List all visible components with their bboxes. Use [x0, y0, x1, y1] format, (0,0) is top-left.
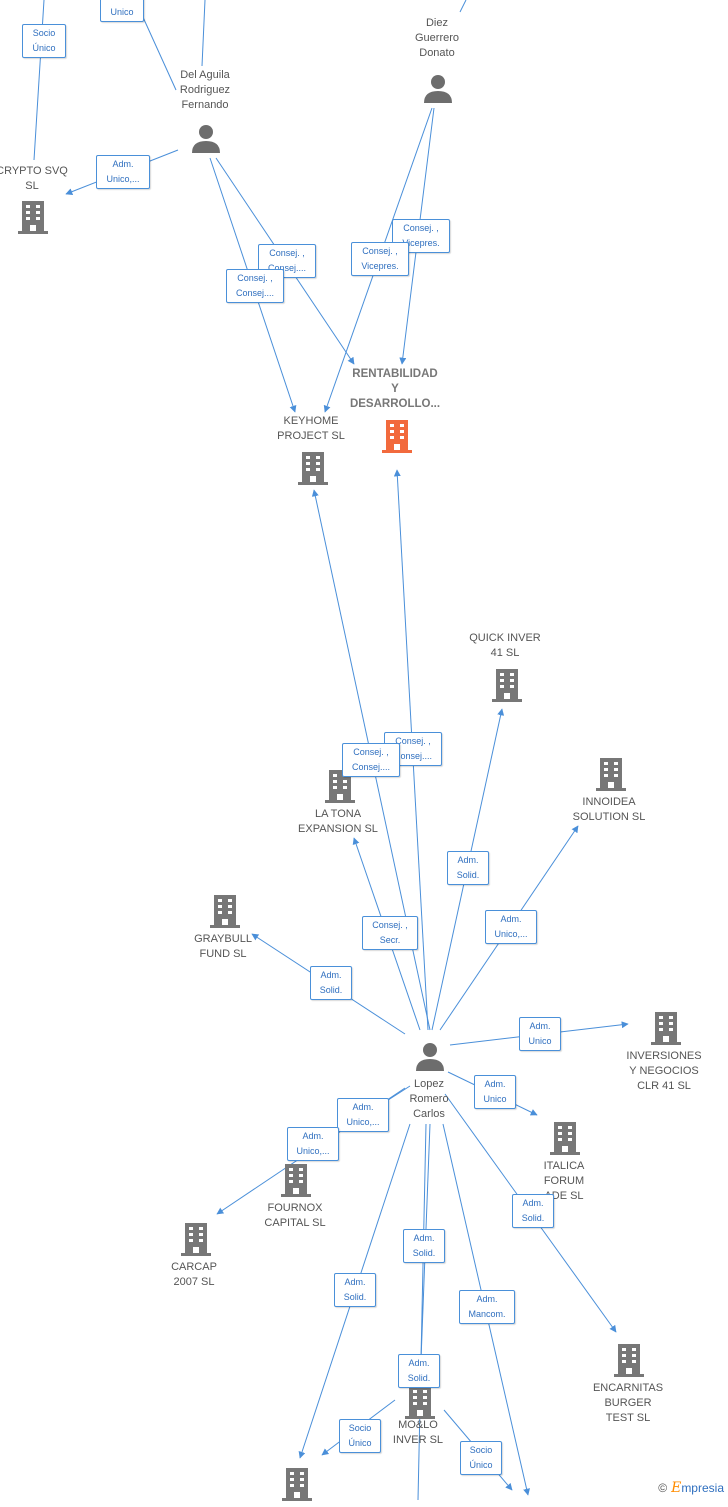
- role-box[interactable]: Socio Único: [339, 1419, 381, 1453]
- role-box[interactable]: Adm. Mancom.: [459, 1290, 515, 1324]
- company-label-crypto-svq[interactable]: CRYPTO SVQ SL: [0, 165, 68, 192]
- building-icon[interactable]: [550, 1120, 580, 1161]
- company-label-quick-inver[interactable]: QUICK INVER 41 SL: [469, 632, 541, 659]
- company-label-graybull[interactable]: GRAYBULL FUND SL: [194, 933, 252, 960]
- company-label-inversiones-clr[interactable]: INVERSIONES Y NEGOCIOS CLR 41 SL: [626, 1050, 702, 1092]
- role-box[interactable]: Adm. Unico,...: [337, 1098, 389, 1132]
- role-box[interactable]: Consej. , Secr.: [362, 916, 418, 950]
- role-box[interactable]: Adm. Solid.: [403, 1229, 445, 1263]
- building-icon[interactable]: [614, 1342, 644, 1383]
- footer-brand[interactable]: ©Empresia: [658, 1480, 724, 1496]
- building-icon[interactable]: [651, 1010, 681, 1051]
- role-box[interactable]: Consej. , Vicepres.: [351, 242, 409, 276]
- person-label-diez-guerrero[interactable]: Diez Guerrero Donato: [414, 17, 460, 59]
- role-box[interactable]: Adm. Unico: [100, 0, 144, 22]
- role-box[interactable]: Adm. Solid.: [398, 1354, 440, 1388]
- edge-line: [141, 14, 177, 91]
- role-box[interactable]: Socio Único: [460, 1441, 502, 1475]
- role-box[interactable]: Adm. Solid.: [512, 1194, 554, 1228]
- company-label-carcap[interactable]: CARCAP 2007 SL: [171, 1261, 217, 1288]
- role-box[interactable]: Adm. Solid.: [447, 851, 489, 885]
- person-label-del-aguila[interactable]: Del Aguila Rodriguez Fernando: [179, 69, 231, 111]
- building-icon[interactable]: [596, 756, 626, 797]
- building-icon[interactable]: [325, 768, 355, 809]
- company-label-mo-lo-inver[interactable]: MO&LO INVER SL: [392, 1419, 444, 1446]
- building-icon[interactable]: [405, 1384, 435, 1425]
- person-label-lopez-romero[interactable]: Lopez Romero Carlos: [409, 1078, 449, 1120]
- person-icon[interactable]: [414, 1040, 446, 1077]
- building-icon[interactable]: [181, 1221, 211, 1262]
- building-icon[interactable]: [18, 199, 48, 240]
- role-box[interactable]: Consej. , Vicepres.: [392, 219, 450, 253]
- copyright-symbol: ©: [658, 1481, 668, 1495]
- building-icon[interactable]: [281, 1162, 311, 1203]
- edge-line: [459, 0, 467, 13]
- edge-line: [417, 1123, 427, 1500]
- role-box[interactable]: Consej. , Consej....: [342, 743, 400, 777]
- building-icon[interactable]: [492, 667, 522, 708]
- brand-name: mpresia: [681, 1481, 724, 1495]
- building-icon[interactable]: [298, 450, 328, 491]
- role-box[interactable]: Adm. Unico: [519, 1017, 561, 1051]
- person-icon[interactable]: [422, 72, 454, 109]
- company-label-keyhome[interactable]: KEYHOME PROJECT SL: [277, 415, 345, 442]
- person-icon[interactable]: [190, 122, 222, 159]
- edge-line: [201, 0, 206, 67]
- building-icon[interactable]: [210, 893, 240, 934]
- role-box[interactable]: Adm. Solid.: [310, 966, 352, 1000]
- company-label-la-tona[interactable]: LA TONA EXPANSION SL: [298, 808, 378, 835]
- role-box[interactable]: Adm. Unico: [474, 1075, 516, 1109]
- role-box[interactable]: Adm. Unico,...: [485, 910, 537, 944]
- company-label-rentabilidad[interactable]: RENTABILIDAD Y DESARROLLO...: [349, 368, 441, 410]
- role-box[interactable]: Adm. Unico,...: [96, 155, 150, 189]
- role-box[interactable]: Adm. Unico,...: [287, 1127, 339, 1161]
- role-box[interactable]: Consej. , Consej....: [258, 244, 316, 278]
- role-box[interactable]: Consej. , Consej....: [226, 269, 284, 303]
- role-box[interactable]: Adm. Solid.: [334, 1273, 376, 1307]
- company-label-encarnitas[interactable]: ENCARNITAS BURGER TEST SL: [592, 1382, 664, 1424]
- company-label-innoidea[interactable]: INNOIDEA SOLUTION SL: [572, 796, 646, 823]
- role-box[interactable]: Socio Único: [22, 24, 66, 58]
- company-label-fournox[interactable]: FOURNOX CAPITAL SL: [264, 1202, 326, 1229]
- building-icon-main[interactable]: [382, 418, 412, 459]
- brand-initial: E: [671, 1480, 682, 1496]
- company-label-italica-forum[interactable]: ITALICA FORUM ADE SL: [543, 1160, 585, 1202]
- building-icon[interactable]: [282, 1466, 312, 1507]
